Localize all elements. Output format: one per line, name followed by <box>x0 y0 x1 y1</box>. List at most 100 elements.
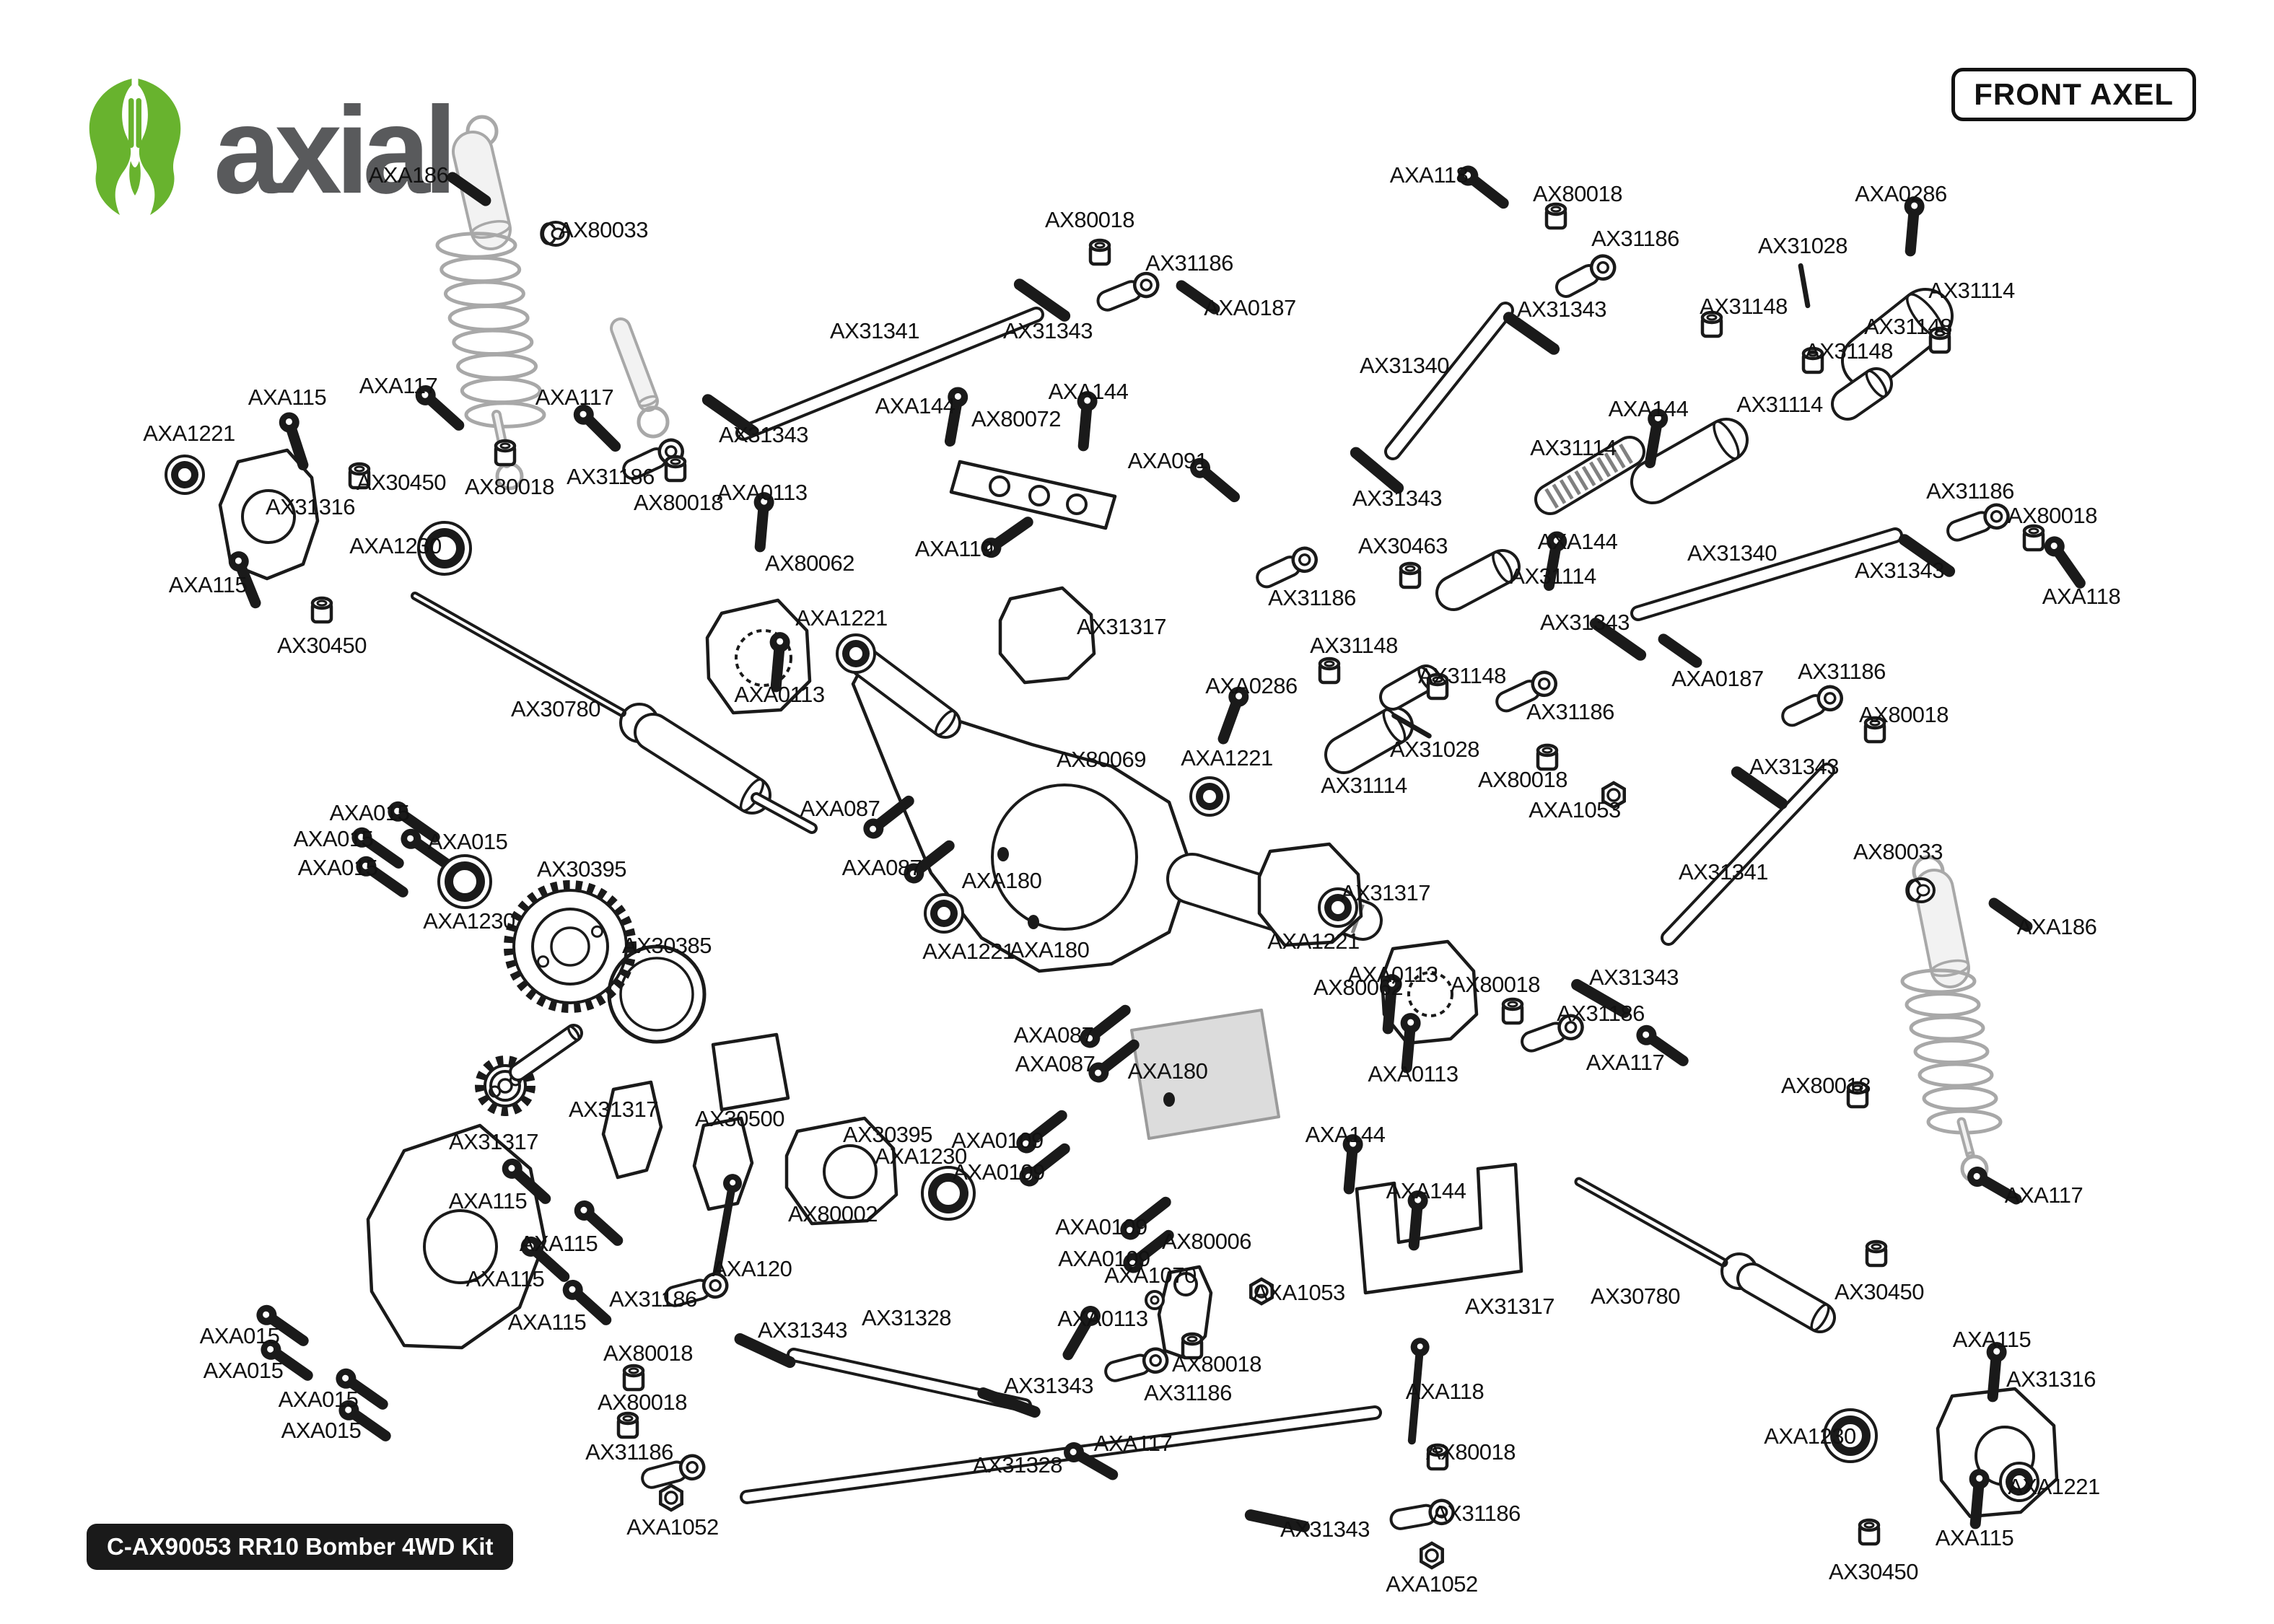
part-label: AX30780 <box>511 696 600 721</box>
part-glyph-stud <box>1503 312 1560 355</box>
diagram-figures <box>218 115 2059 1519</box>
part-glyph-pin <box>1988 897 2033 932</box>
part-glyph-bushing <box>616 1411 639 1439</box>
part-label: AXA115 <box>449 1188 527 1213</box>
part-glyph-bushing <box>1544 202 1567 230</box>
part-glyph-screw <box>562 1279 612 1325</box>
part-label: AXA0113 <box>717 480 807 505</box>
part-label: AXA115 <box>520 1231 598 1256</box>
part-label: AXA144 <box>1049 379 1129 404</box>
part-glyph-bushing <box>1501 997 1524 1025</box>
part-glyph-screw <box>256 1304 309 1346</box>
part-label: AXA1221 <box>795 605 888 631</box>
part-glyph-nut <box>1601 781 1626 809</box>
part-label: AX80069 <box>1057 747 1146 772</box>
part-label: AX31148 <box>1864 314 1952 339</box>
part-glyph-bushing <box>1426 1443 1449 1471</box>
kit-label: C-AX90053 RR10 Bomber 4WD Kit <box>87 1524 514 1570</box>
part-label: AX80018 <box>1426 1439 1516 1465</box>
part-glyph-bushing <box>1181 1332 1204 1360</box>
part-label: AX80072 <box>971 406 1061 431</box>
part-label: AX31186 <box>1557 1001 1645 1026</box>
part-glyph-setscrew <box>1163 1092 1175 1107</box>
part-label: AXA015 <box>200 1323 280 1348</box>
part-label: AXA1221 <box>1181 745 1273 771</box>
part-label: AX80033 <box>559 217 648 242</box>
part-glyph-bushing <box>2022 524 2045 552</box>
part-label: AX31186 <box>1591 226 1679 251</box>
part-glyph-pin <box>447 172 491 206</box>
part-glyph-bushing <box>1846 1081 1869 1109</box>
part-label: AX31343 <box>1855 558 1944 583</box>
part-glyph-pinthin <box>1391 713 1432 739</box>
part-label: AXA1230 <box>1764 1423 1856 1449</box>
part-glyph-screw <box>388 801 440 843</box>
part-glyph-screw <box>1019 1143 1070 1187</box>
part-label: AXA015 <box>204 1358 284 1383</box>
part-glyph-screwL <box>1407 1338 1430 1445</box>
part-glyph-screwV <box>1644 408 1669 469</box>
part-glyph-rodend <box>1256 546 1319 589</box>
part-label: AXA186 <box>369 162 449 188</box>
part-glyph-screw <box>1123 1229 1174 1273</box>
part-glyph-screwV <box>1217 686 1249 745</box>
part-label: AX30450 <box>1829 1559 1918 1584</box>
part-label: AX80018 <box>465 474 554 499</box>
part-label: AX31317 <box>1341 880 1430 905</box>
part-label: AX80006 <box>1162 1229 1251 1254</box>
part-glyph-screwV <box>1904 196 1925 257</box>
part-label: AXA115 <box>466 1266 544 1291</box>
part-label: AXA117 <box>2005 1182 2083 1208</box>
part-glyph-screw <box>338 1400 391 1441</box>
part-label: AXA1230 <box>875 1144 967 1169</box>
part-label: AX80062 <box>1313 975 1403 1000</box>
part-glyph-bushing <box>1088 238 1111 266</box>
part-label: AXA0286 <box>1205 673 1298 698</box>
part-label: AXA015 <box>298 855 378 880</box>
part-label: AXA115 <box>1936 1525 2013 1550</box>
part-glyph-bushing <box>1318 657 1341 685</box>
part-glyph-screw <box>1967 1167 2022 1205</box>
part-glyph-rodend <box>1946 503 2010 542</box>
part-label: AX31186 <box>1798 659 1886 684</box>
part-label: AXA0109 <box>1055 1214 1147 1239</box>
part-glyph-rodend <box>1096 271 1160 312</box>
part-label: AXA1052 <box>1386 1571 1478 1597</box>
part-glyph-rodend <box>664 1272 729 1307</box>
part-glyph-screwV <box>1986 1342 2007 1403</box>
part-label: AX31028 <box>1390 737 1479 762</box>
part-label: AX30450 <box>1834 1279 1924 1304</box>
part-label: AX80018 <box>634 490 723 515</box>
part-label: AXA1221 <box>922 939 1015 964</box>
part-glyph-screw <box>863 795 914 839</box>
part-glyph-bushing <box>1536 743 1559 771</box>
part-label: AXA120 <box>712 1256 792 1281</box>
part-glyph-ring <box>836 633 876 674</box>
part-glyph-seal <box>1823 1408 1878 1463</box>
part-glyph-setscrew <box>997 847 1009 861</box>
part-label: AX31114 <box>1510 563 1596 589</box>
part-label: AXA015 <box>279 1387 359 1412</box>
diagram-part-labels: AXA186AX80033AX31341AX80018AX31186AX3134… <box>143 162 2120 1597</box>
part-glyph-stud <box>1571 979 1630 1018</box>
part-label: AX30450 <box>277 633 367 658</box>
part-glyph-stud <box>1013 278 1071 322</box>
part-glyph-stud <box>1244 1509 1311 1532</box>
part-label: AXA144 <box>1609 396 1689 421</box>
part-label: AX80018 <box>598 1390 687 1415</box>
part-glyph-nut <box>1249 1277 1274 1306</box>
part-label: AXA0286 <box>1855 181 1947 206</box>
part-glyph-screw <box>1458 165 1509 209</box>
part-glyph-setscrew <box>1028 915 1039 929</box>
part-glyph-bushing <box>1865 1239 1888 1268</box>
part-glyph-screw <box>904 840 955 884</box>
part-label: AXA144 <box>1386 1178 1466 1203</box>
part-label: AX31340 <box>1687 540 1777 566</box>
part-glyph-seal <box>417 521 472 576</box>
part-glyph-washer <box>1145 1290 1165 1310</box>
part-glyph-screw <box>1088 1039 1140 1083</box>
part-label: AX31340 <box>1360 353 1449 378</box>
part-glyph-rodend <box>641 1454 706 1489</box>
part-glyph-nut <box>659 1483 683 1512</box>
part-glyph-rodend <box>1104 1347 1169 1382</box>
